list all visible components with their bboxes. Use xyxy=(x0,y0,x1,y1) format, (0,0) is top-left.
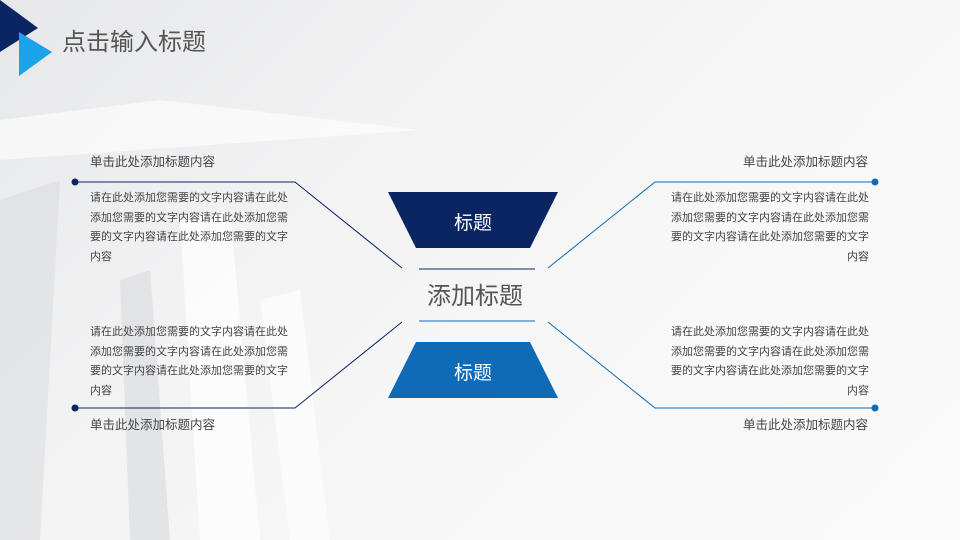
item-body-bottom-right[interactable]: 请在此处添加您需要的文字内容请在此处添加您需要的文字内容请在此处添加您需要的文字… xyxy=(671,325,869,397)
building-background xyxy=(0,100,420,540)
top-title-shape[interactable]: 标题 xyxy=(388,192,558,249)
logo-dark-triangle xyxy=(0,0,38,52)
item-body-bottom-left[interactable]: 请在此处添加您需要的文字内容请在此处添加您需要的文字内容请在此处添加您需要的文字… xyxy=(90,325,288,397)
item-heading-top-right[interactable]: 单击此处添加标题内容 xyxy=(742,154,868,169)
top-title-label: 标题 xyxy=(453,212,492,234)
item-heading-top-left[interactable]: 单击此处添加标题内容 xyxy=(90,154,216,169)
logo-light-triangle xyxy=(19,32,52,76)
item-body-top-right[interactable]: 请在此处添加您需要的文字内容请在此处添加您需要的文字内容请在此处添加您需要的文字… xyxy=(671,191,869,263)
item-body-top-left[interactable]: 请在此处添加您需要的文字内容请在此处添加您需要的文字内容请在此处添加您需要的文字… xyxy=(90,191,288,263)
item-heading-bottom-right[interactable]: 单击此处添加标题内容 xyxy=(742,417,868,432)
item-heading-bottom-left[interactable]: 单击此处添加标题内容 xyxy=(90,417,216,432)
bottom-title-label: 标题 xyxy=(453,362,492,384)
bottom-title-shape[interactable]: 标题 xyxy=(388,342,558,399)
page-title: 点击输入标题 xyxy=(62,28,206,56)
center-title: 添加标题 xyxy=(427,282,523,310)
